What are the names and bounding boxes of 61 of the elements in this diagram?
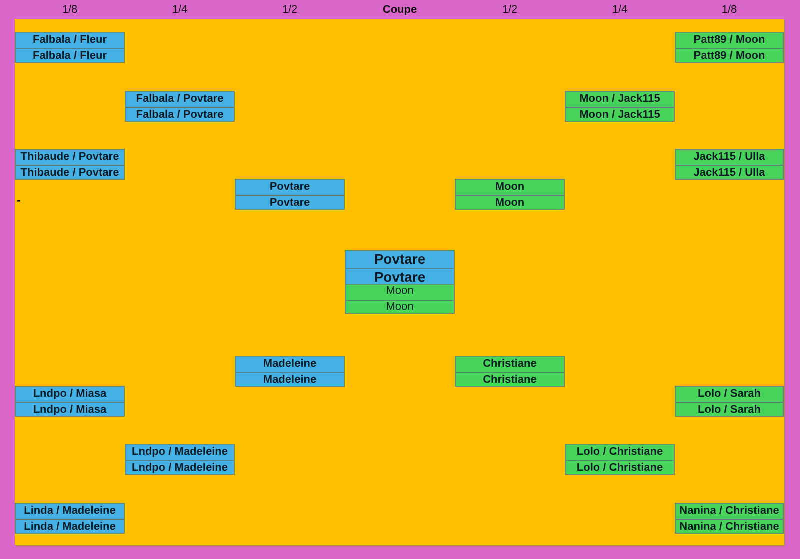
team-name: Moon [385, 285, 415, 299]
team-name: Lndpo / Miasa [16, 402, 124, 417]
team-name: Povtare [236, 195, 344, 210]
team-name: Moon [456, 195, 564, 210]
match-slot [675, 503, 784, 534]
match-slot [235, 179, 345, 210]
team-name: Falbala / Povtare [135, 92, 225, 107]
team-name: Lndpo / Madeleine [131, 445, 229, 460]
team-name: Moon [346, 300, 454, 314]
match-slot [455, 179, 565, 210]
team-name: Jack115 / Ulla [676, 165, 783, 180]
match-slot [125, 91, 235, 122]
team-name: Moon / Jack115 [578, 92, 662, 107]
team-name: Falbala / Fleur [16, 48, 124, 63]
column-header: 1/2 [502, 3, 518, 18]
match-slot [675, 149, 784, 180]
team-name: Thibaude / Povtare [16, 165, 124, 180]
match-slot [565, 444, 675, 475]
column-header: 1/8 [62, 3, 78, 18]
match-slot [15, 503, 125, 534]
team-name: Povtare [268, 180, 312, 195]
team-name: Lolo / Sarah [676, 402, 783, 417]
team-name: Povtare [373, 251, 427, 268]
team-name: Lolo / Christiane [576, 445, 664, 460]
match-slot [345, 250, 455, 285]
team-name: Nanina / Christiane [678, 504, 780, 519]
team-name: Falbala / Fleur [32, 33, 108, 48]
team-name: Moon [494, 180, 526, 195]
team-name: Madeleine [262, 357, 318, 372]
team-name: Christiane [482, 357, 538, 372]
match-slot [15, 386, 125, 417]
team-name: Linda / Madeleine [16, 519, 124, 534]
column-header: 1/4 [172, 3, 188, 18]
match-slot [455, 356, 565, 387]
match-slot [565, 91, 675, 122]
team-name: Madeleine [236, 372, 344, 387]
team-name: Thibaude / Povtare [20, 150, 120, 165]
match-slot [15, 149, 125, 180]
placeholder-dash: - [17, 194, 21, 209]
column-header: 1/4 [612, 3, 628, 18]
column-header: Coupe [382, 3, 418, 18]
match-slot [345, 284, 455, 314]
team-name: Lolo / Christiane [566, 460, 674, 475]
column-header: 1/2 [282, 3, 298, 18]
team-name: Patt89 / Moon [692, 33, 766, 48]
match-slot [15, 32, 125, 63]
team-name: Falbala / Povtare [126, 107, 234, 122]
match-slot [235, 356, 345, 387]
team-name: Patt89 / Moon [676, 48, 783, 63]
team-name: Moon / Jack115 [566, 107, 674, 122]
team-name: Nanina / Christiane [676, 519, 783, 534]
match-slot [675, 32, 784, 63]
team-name: Lndpo / Miasa [32, 387, 108, 402]
match-slot [675, 386, 784, 417]
column-header: 1/8 [722, 3, 738, 18]
team-name: Christiane [456, 372, 564, 387]
team-name: Lndpo / Madeleine [126, 460, 234, 475]
match-slot [125, 444, 235, 475]
team-name: Lolo / Sarah [697, 387, 762, 402]
team-name: Linda / Madeleine [23, 504, 117, 519]
team-name: Jack115 / Ulla [692, 150, 766, 165]
